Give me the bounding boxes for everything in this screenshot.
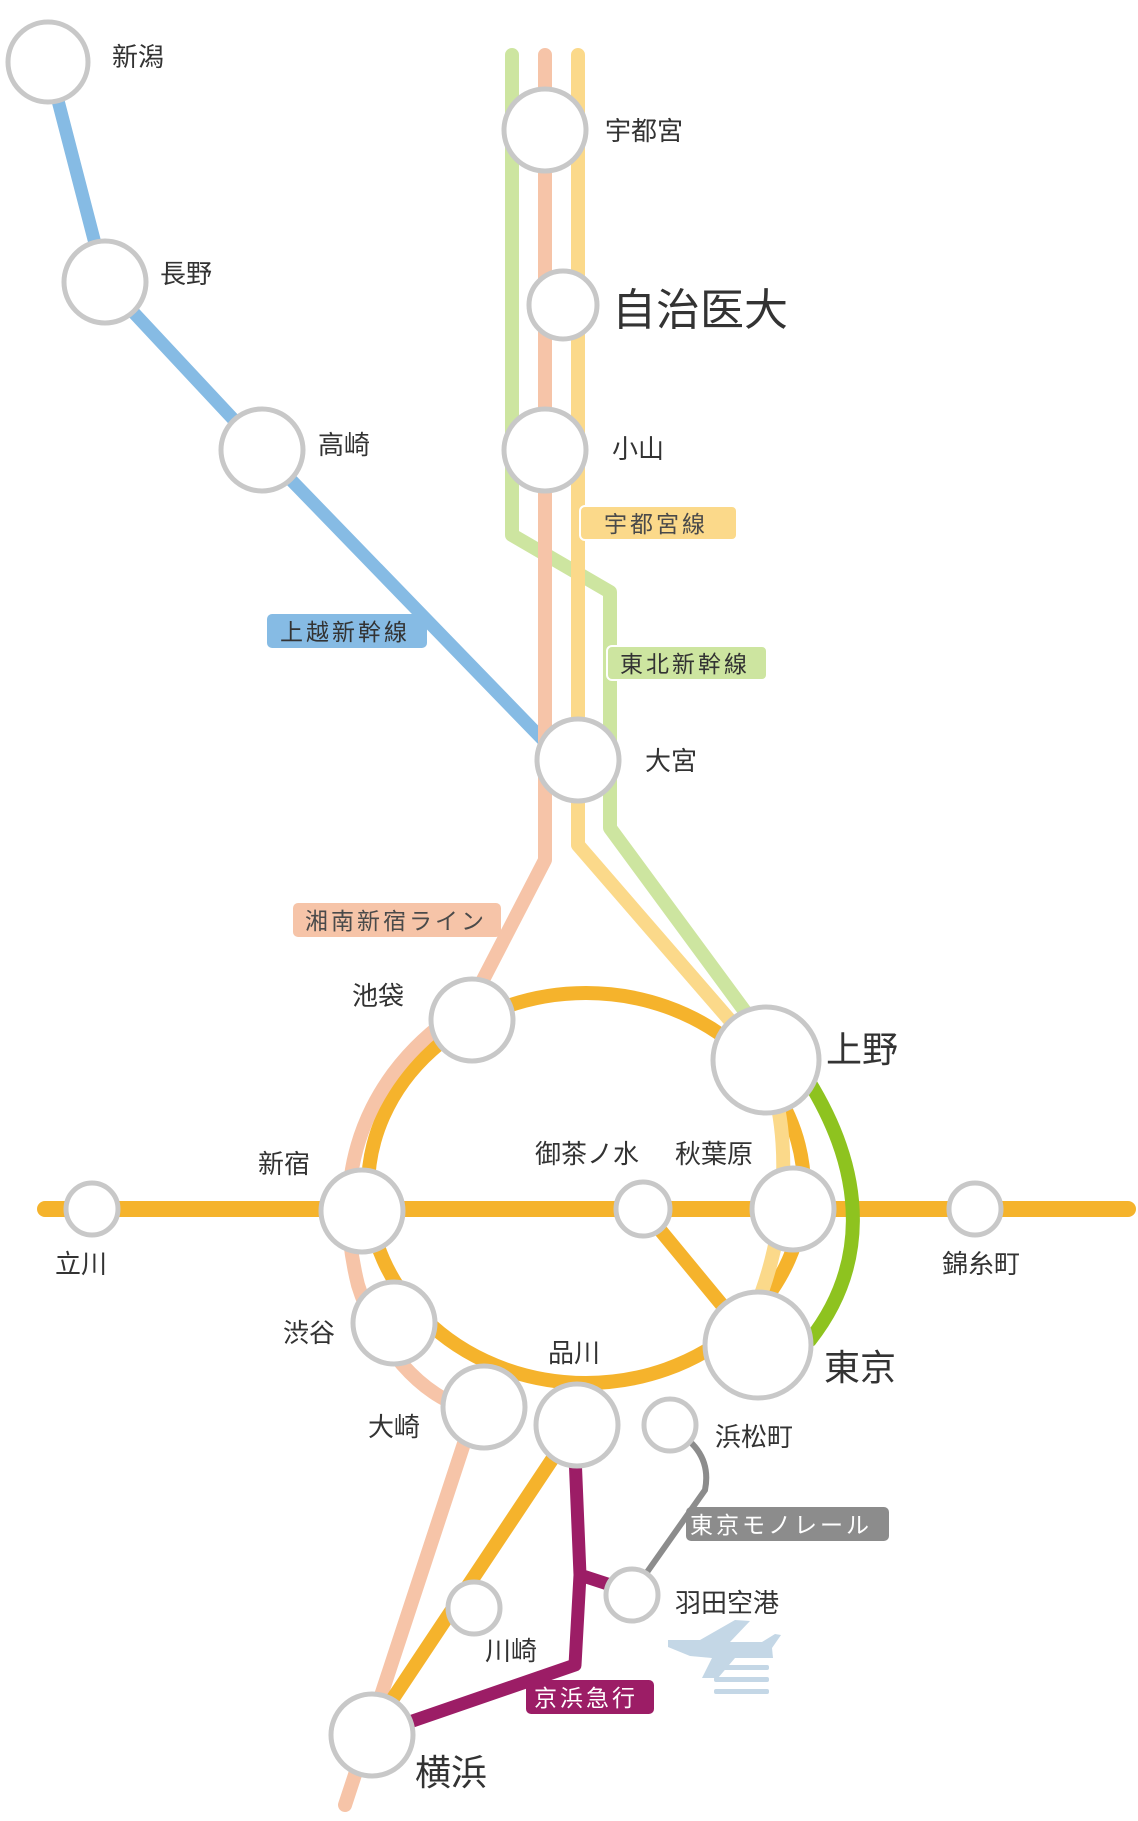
label-kinshicho: 錦糸町 (942, 1250, 1020, 1280)
station-tachikawa[interactable] (63, 1180, 121, 1238)
label-jichiidai: 自治医大 (612, 285, 788, 336)
station-shinjuku[interactable] (318, 1167, 406, 1255)
label-tokyo: 東京 (824, 1348, 896, 1389)
tag-tokyo-monorail: 東京モノレール (686, 1507, 889, 1541)
station-haneda[interactable] (603, 1566, 661, 1624)
label-ikebukuro: 池袋 (352, 982, 404, 1012)
label-shinagawa: 品川 (548, 1339, 600, 1369)
station-ikebukuro[interactable] (428, 976, 516, 1064)
station-niigata[interactable] (5, 19, 91, 105)
svg-text:湘南新宿ライン: 湘南新宿ライン (305, 909, 487, 935)
label-nagano: 長野 (160, 260, 212, 290)
tag-tohoku-shinkansen: 東北新幹線 (606, 645, 768, 681)
joetsu-shinkansen-line (41, 55, 555, 752)
station-nagano[interactable] (61, 238, 149, 326)
svg-text:京浜急行: 京浜急行 (534, 1686, 638, 1712)
label-niigata: 新潟 (112, 43, 164, 73)
station-akihabara[interactable] (749, 1165, 837, 1253)
station-jichiidai[interactable] (526, 268, 600, 342)
label-utsunomiya: 宇都宮 (605, 117, 683, 147)
tohoku-shinkansen-line (505, 48, 773, 1047)
svg-text:東北新幹線: 東北新幹線 (620, 652, 750, 678)
airplane-icon (668, 1620, 781, 1694)
tag-shonan-shinjuku-line: 湘南新宿ライン (293, 903, 501, 937)
label-akihabara: 秋葉原 (675, 1140, 753, 1170)
svg-text:東京モノレール: 東京モノレール (690, 1513, 872, 1539)
label-haneda: 羽田空港 (675, 1589, 779, 1619)
label-omiya: 大宮 (645, 747, 697, 777)
label-shibuya: 渋谷 (283, 1319, 335, 1349)
tag-joetsu-shinkansen: 上越新幹線 (267, 614, 427, 648)
station-ochanomizu[interactable] (613, 1179, 673, 1239)
station-takasaki[interactable] (218, 406, 306, 494)
label-yokohama: 横浜 (415, 1753, 487, 1794)
station-kinshicho[interactable] (946, 1180, 1004, 1238)
label-ueno: 上野 (826, 1030, 898, 1071)
label-ochanomizu: 御茶ノ水 (535, 1140, 639, 1170)
station-shinagawa[interactable] (533, 1381, 621, 1469)
station-kawasaki[interactable] (445, 1579, 503, 1637)
station-utsunomiya[interactable] (501, 86, 589, 174)
label-hamamatsucho: 浜松町 (715, 1423, 793, 1453)
station-ueno[interactable] (710, 1004, 822, 1116)
tag-keikyu-line: 京浜急行 (526, 1680, 654, 1714)
station-oyama[interactable] (501, 406, 589, 494)
station-omiya[interactable] (534, 716, 622, 804)
label-tachikawa: 立川 (55, 1250, 107, 1280)
station-tokyo[interactable] (702, 1289, 814, 1401)
tokaido-line (365, 1418, 582, 1737)
svg-text:宇都宮線: 宇都宮線 (604, 512, 708, 538)
svg-text:上越新幹線: 上越新幹線 (280, 620, 410, 646)
station-hamamatsucho[interactable] (641, 1396, 699, 1454)
tag-utsunomiya-line: 宇都宮線 (579, 505, 738, 541)
station-yokohama[interactable] (328, 1691, 416, 1779)
label-oyama: 小山 (612, 435, 664, 465)
station-shibuya[interactable] (350, 1279, 438, 1367)
label-kawasaki: 川崎 (485, 1637, 537, 1667)
keihin-tohoku-line (801, 1073, 860, 1347)
label-osaki: 大崎 (368, 1413, 420, 1443)
label-takasaki: 高崎 (318, 431, 370, 461)
label-shinjuku: 新宿 (258, 1150, 310, 1180)
station-osaki[interactable] (440, 1363, 528, 1451)
